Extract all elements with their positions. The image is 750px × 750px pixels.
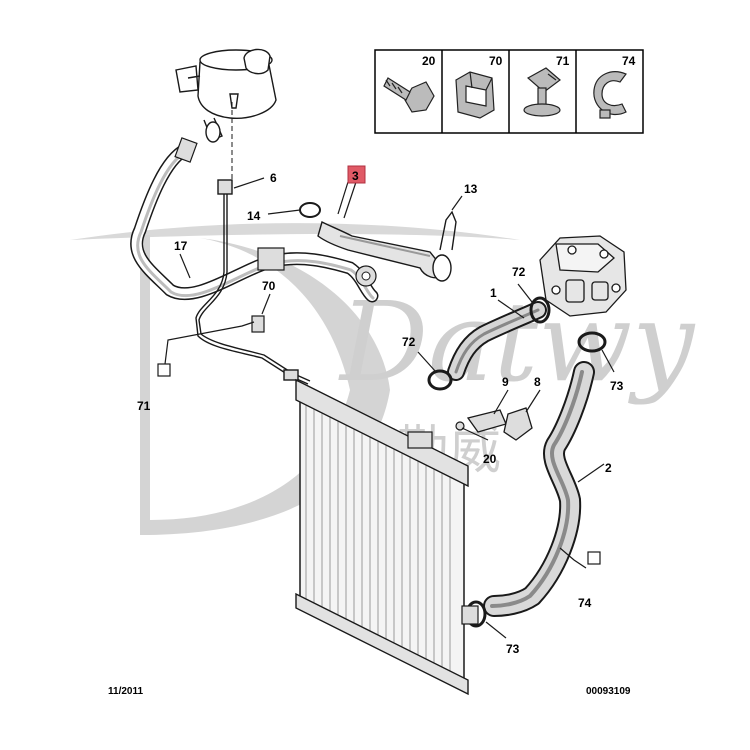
radiator-fins: [305, 402, 451, 672]
callout-73-upper: 73: [610, 379, 624, 393]
expansion-tank: [175, 48, 277, 143]
footer-reference: 00093109: [586, 686, 631, 697]
callout-73-lower: 73: [506, 642, 520, 656]
mount-icon: [523, 67, 561, 117]
legend-cell-74: 74: [593, 54, 636, 119]
callout-13: 13: [464, 182, 478, 196]
screw-icon: [383, 77, 435, 113]
radiator: [295, 378, 479, 696]
watermark-swoosh: [70, 223, 520, 240]
callout-72-lower: 72: [402, 335, 416, 349]
thermostat-housing: [539, 235, 627, 317]
clip-8: [503, 407, 533, 441]
callout-box-71: [157, 363, 171, 377]
hose-17: [130, 137, 379, 303]
legend-cell-20: 20: [383, 54, 436, 113]
collar-clip-icon: [593, 71, 627, 119]
legend-cell-71: 71: [523, 54, 570, 117]
legend-box: 20 70 71: [374, 49, 644, 134]
legend-label-70: 70: [489, 54, 503, 68]
leader-lines: [163, 177, 615, 639]
callout-72-upper: 72: [512, 265, 526, 279]
callout-9: 9: [502, 375, 509, 389]
callout-8: 8: [534, 375, 541, 389]
callout-20: 20: [483, 452, 497, 466]
legend-label-20: 20: [422, 54, 436, 68]
clip-70: [251, 315, 265, 333]
callout-17: 17: [174, 239, 188, 253]
clamp-73-upper: [577, 331, 607, 353]
callout-3: 3: [352, 169, 359, 183]
callout-box-74: [587, 551, 601, 565]
pipe-3: [317, 220, 452, 282]
footer-date: 11/2011: [108, 686, 143, 697]
callout-6: 6: [270, 171, 277, 185]
spring-clip-13: [439, 210, 457, 251]
hose-2: [483, 361, 595, 617]
legend-label-74: 74: [622, 54, 636, 68]
callout-1: 1: [490, 286, 497, 300]
callout-2: 2: [605, 461, 612, 475]
watermark-brand: Datwy: [338, 278, 696, 406]
legend-cell-70: 70: [455, 54, 503, 119]
callout-71: 71: [137, 399, 151, 413]
callout-74: 74: [578, 596, 592, 610]
clip-icon: [455, 71, 495, 119]
legend-label-71: 71: [556, 54, 570, 68]
o-ring-14: [299, 202, 321, 218]
clamp-72-upper: [529, 296, 551, 324]
clamp-72-lower: [427, 369, 453, 391]
callout-70: 70: [262, 279, 276, 293]
highlight-box-3: [347, 165, 366, 184]
callout-labels: 3 6 13 14 17 70 71 72 1 72 9 8 20 73 2 7…: [137, 169, 624, 656]
callout-14: 14: [247, 209, 261, 223]
